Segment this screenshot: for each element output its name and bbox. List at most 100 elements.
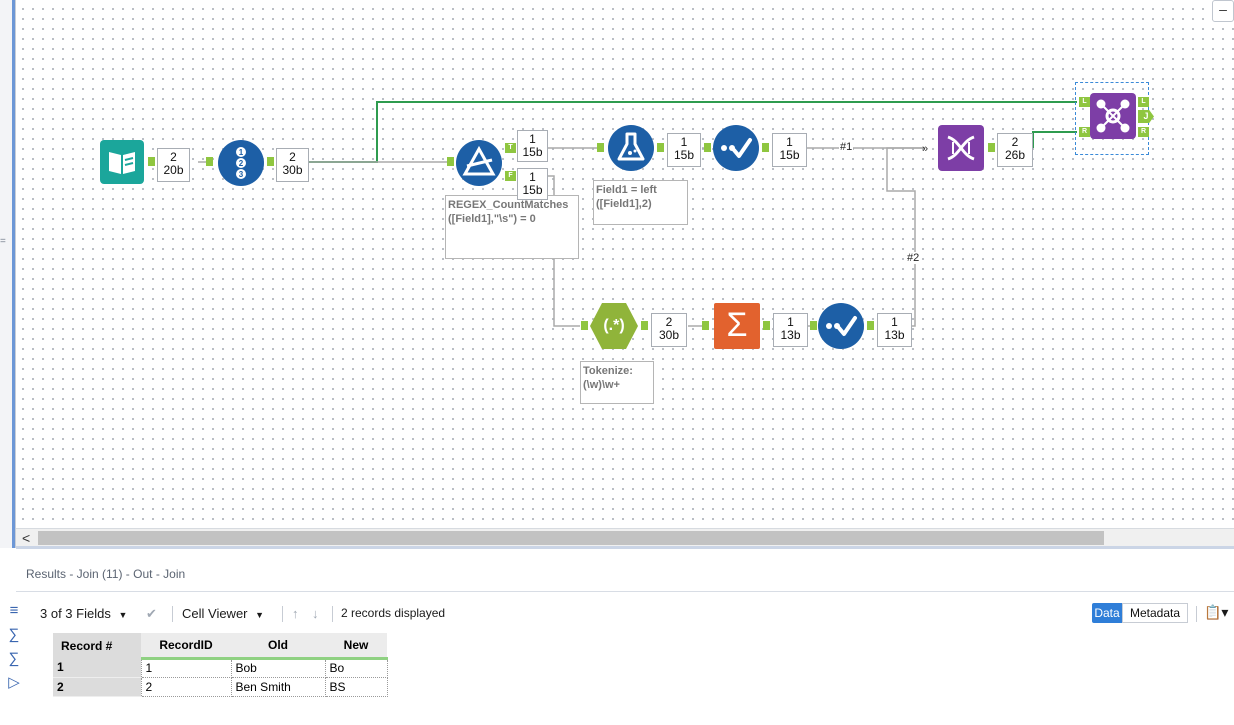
byte-count: 13b — [780, 328, 801, 342]
record-count: 1 — [786, 135, 793, 149]
scroll-left-icon[interactable]: < — [22, 530, 31, 546]
record-id-tool[interactable]: 1 2 3 — [218, 140, 264, 186]
column-header[interactable]: New — [325, 633, 387, 660]
summarize-output-anchor[interactable] — [763, 321, 770, 330]
dna-icon — [947, 135, 975, 161]
scrollbar-thumb[interactable] — [38, 531, 1104, 545]
arrow-down-icon[interactable]: ↓ — [312, 606, 319, 621]
byte-count: 15b — [522, 145, 543, 159]
regex-icon: (.*) — [603, 317, 625, 334]
data-view-button[interactable]: Data — [1092, 603, 1122, 623]
select2-input-anchor[interactable] — [810, 321, 817, 330]
filter-triangle-icon — [462, 145, 496, 176]
summarize-tool[interactable]: Σ — [714, 303, 760, 349]
table-row[interactable]: 2 2 Ben Smith BS — [53, 676, 388, 697]
results-toolbar: 3 of 3 Fields ▼ ✔ Cell Viewer ▼ ↑ ↓ 2 re… — [40, 603, 1230, 625]
results-side-toolbar: ≡ ∑ ∑ ▷ — [0, 599, 28, 695]
byte-count: 30b — [282, 163, 303, 177]
byte-count: 15b — [779, 148, 800, 162]
union-tool[interactable] — [938, 125, 984, 171]
byte-count: 30b — [658, 328, 680, 342]
table-cell[interactable]: Ben Smith — [230, 676, 326, 697]
count-badge-select-2: 1 13b — [877, 313, 912, 347]
count-badge-input: 2 20b — [157, 148, 190, 182]
formula-input-anchor[interactable] — [597, 143, 604, 152]
formula-output-anchor[interactable] — [657, 143, 664, 152]
results-title: Results - Join (11) - Out - Join — [26, 567, 186, 581]
tag-icon[interactable]: ▷ — [8, 674, 20, 691]
clipboard-icon[interactable]: 📋▾ — [1204, 604, 1229, 620]
filter-annotation: REGEX_CountMatches([Field1],"\s") = 0 — [445, 195, 579, 259]
select-tool-2[interactable] — [818, 303, 864, 349]
filter-false-anchor[interactable]: F — [505, 171, 516, 181]
filter-true-anchor[interactable]: T — [505, 143, 516, 153]
join-j-output-anchor[interactable]: J — [1138, 110, 1154, 123]
records-displayed-text: 2 records displayed — [341, 606, 446, 620]
table-row[interactable]: 1 1 Bob Bo — [53, 657, 388, 678]
list-icon[interactable]: ≡ — [9, 602, 19, 619]
count-badge-record-id: 2 30b — [276, 148, 309, 182]
join-r-output-anchor[interactable]: R — [1138, 127, 1149, 137]
filter-tool[interactable] — [456, 140, 502, 186]
byte-count: 26b — [1004, 148, 1026, 162]
apply-check-icon[interactable]: ✔ — [146, 606, 157, 621]
column-header[interactable]: RecordID — [141, 633, 231, 660]
record-id-output-anchor[interactable] — [267, 157, 274, 166]
formula-tool[interactable] — [608, 125, 654, 171]
sigma-filter-icon[interactable]: ∑ — [8, 626, 20, 643]
union-input-chevrons: » — [922, 143, 928, 155]
sigma-icon: Σ — [726, 306, 748, 344]
results-panel: Results - Join (11) - Out - Join ≡ ∑ ∑ ▷… — [8, 546, 1234, 725]
cell-viewer-dropdown[interactable]: Cell Viewer ▼ — [182, 606, 264, 621]
record-count: 2 — [1011, 135, 1019, 149]
input-data-tool[interactable] — [100, 140, 144, 184]
connection-union-to-join-right[interactable] — [1032, 131, 1077, 148]
column-header[interactable]: Old — [231, 633, 325, 660]
fields-dropdown[interactable]: 3 of 3 Fields ▼ — [40, 606, 127, 621]
results-divider — [16, 591, 1234, 592]
table-cell[interactable]: BS — [324, 676, 388, 697]
byte-count: 15b — [673, 148, 695, 162]
metadata-view-button[interactable]: Metadata — [1122, 603, 1188, 623]
regex-output-anchor[interactable] — [641, 321, 648, 330]
sigma-sort-icon[interactable]: ∑ — [8, 650, 20, 667]
select2-output-anchor[interactable] — [867, 321, 874, 330]
book-icon — [109, 152, 135, 174]
table-cell[interactable]: 1 — [140, 657, 232, 678]
count-badge-regex: 2 30b — [651, 313, 687, 347]
select1-output-anchor[interactable] — [762, 143, 769, 152]
join-l-output-anchor[interactable]: L — [1138, 97, 1149, 107]
formula-annotation: Field1 = left ([Field1],2) — [593, 180, 688, 225]
record-number-cell: 1 — [53, 658, 141, 678]
count-badge-filter-true: 1 15b — [517, 130, 548, 162]
record-id-input-anchor[interactable] — [206, 157, 213, 166]
filter-input-anchor[interactable] — [447, 157, 454, 166]
checkmark-icon — [826, 316, 857, 336]
regex-input-anchor[interactable] — [581, 321, 588, 330]
wire-label-2: #2 — [906, 252, 921, 264]
join-right-anchor[interactable]: R — [1079, 127, 1090, 137]
count-badge-select-1: 1 15b — [772, 133, 807, 167]
input-data-output-anchor[interactable] — [148, 157, 155, 166]
table-cell[interactable]: Bob — [230, 657, 326, 678]
toolbar-divider — [172, 606, 173, 622]
summarize-input-anchor[interactable] — [702, 321, 709, 330]
join-tool[interactable] — [1090, 93, 1136, 139]
table-cell[interactable]: 2 — [140, 676, 232, 697]
select1-input-anchor[interactable] — [704, 143, 711, 152]
union-output-anchor[interactable] — [988, 143, 995, 152]
svg-text:2: 2 — [239, 159, 244, 168]
column-header: Record # — [53, 633, 141, 658]
arrow-up-icon[interactable]: ↑ — [292, 606, 299, 621]
table-cell[interactable]: Bo — [324, 657, 388, 678]
network-nodes-icon — [1096, 99, 1130, 133]
panel-edge-marker: = — [0, 236, 6, 247]
svg-text:3: 3 — [239, 170, 244, 179]
select-tool-1[interactable] — [713, 125, 759, 171]
join-left-anchor[interactable]: L — [1079, 97, 1090, 107]
byte-count: 13b — [884, 328, 905, 342]
workflow-canvas[interactable] — [16, 0, 1234, 528]
cell-viewer-label: Cell Viewer — [182, 606, 248, 621]
canvas-horizontal-scrollbar[interactable]: < — [16, 528, 1234, 546]
connection-select2-to-union[interactable] — [886, 147, 925, 327]
